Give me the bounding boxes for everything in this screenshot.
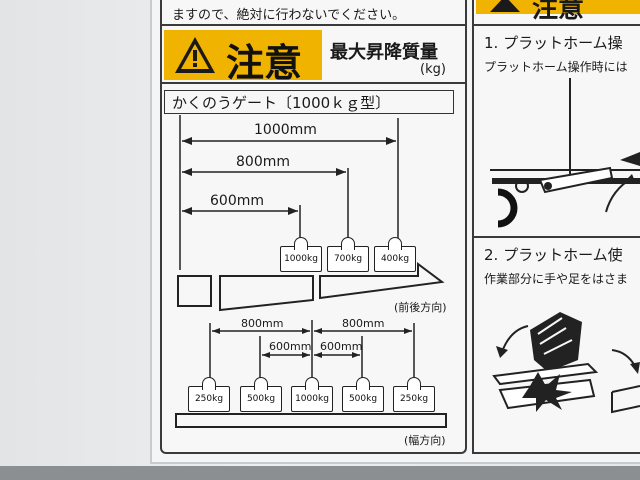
weight-700kg: 700kg [327, 237, 369, 272]
weight-500kg-left: 500kg [240, 377, 282, 412]
gate-type-label: かくのうゲート〔1000ｋｇ型〕 [172, 94, 391, 112]
gate-type-box [164, 90, 454, 114]
weight-400kg: 400kg [374, 237, 416, 272]
dim-right-600mm: 600mm [320, 340, 363, 353]
top-divider [160, 24, 465, 26]
item2-text: 作業部分に手や足をはさま [484, 272, 629, 286]
right-divider-mid [472, 236, 640, 238]
header-divider [160, 82, 465, 84]
right-caution-label: 注意 [532, 0, 585, 24]
top-warning-text: ますので、絶対に行わないでください。 [172, 8, 406, 23]
dim-left-600mm: 600mm [269, 340, 312, 353]
ground-strip [0, 466, 640, 480]
max-load-title: 最大昇降質量 [330, 42, 438, 63]
caution-label: 注意 [226, 41, 303, 85]
weight-500kg-right: 500kg [342, 377, 384, 412]
item2-title: 2. プラットホーム使 [484, 246, 623, 264]
width-direction: (幅方向) [404, 434, 446, 447]
weight-250kg-left: 250kg [188, 377, 230, 412]
right-divider-top [472, 24, 640, 26]
dim-right-800mm: 800mm [342, 317, 385, 330]
weight-1000kg-center: 1000kg [291, 377, 333, 412]
dim-left-800mm: 800mm [241, 317, 284, 330]
item1-text: プラットホーム操作時には [484, 60, 628, 74]
weight-250kg-right: 250kg [393, 377, 435, 412]
weight-1000kg: 1000kg [280, 237, 322, 272]
dim-600mm: 600mm [210, 193, 264, 209]
front-rear-direction: (前後方向) [394, 301, 447, 314]
max-load-unit: (kg) [420, 62, 446, 77]
dim-800mm: 800mm [236, 154, 290, 170]
item1-title: 1. プラットホーム操 [484, 34, 623, 52]
dim-1000mm: 1000mm [254, 122, 317, 138]
